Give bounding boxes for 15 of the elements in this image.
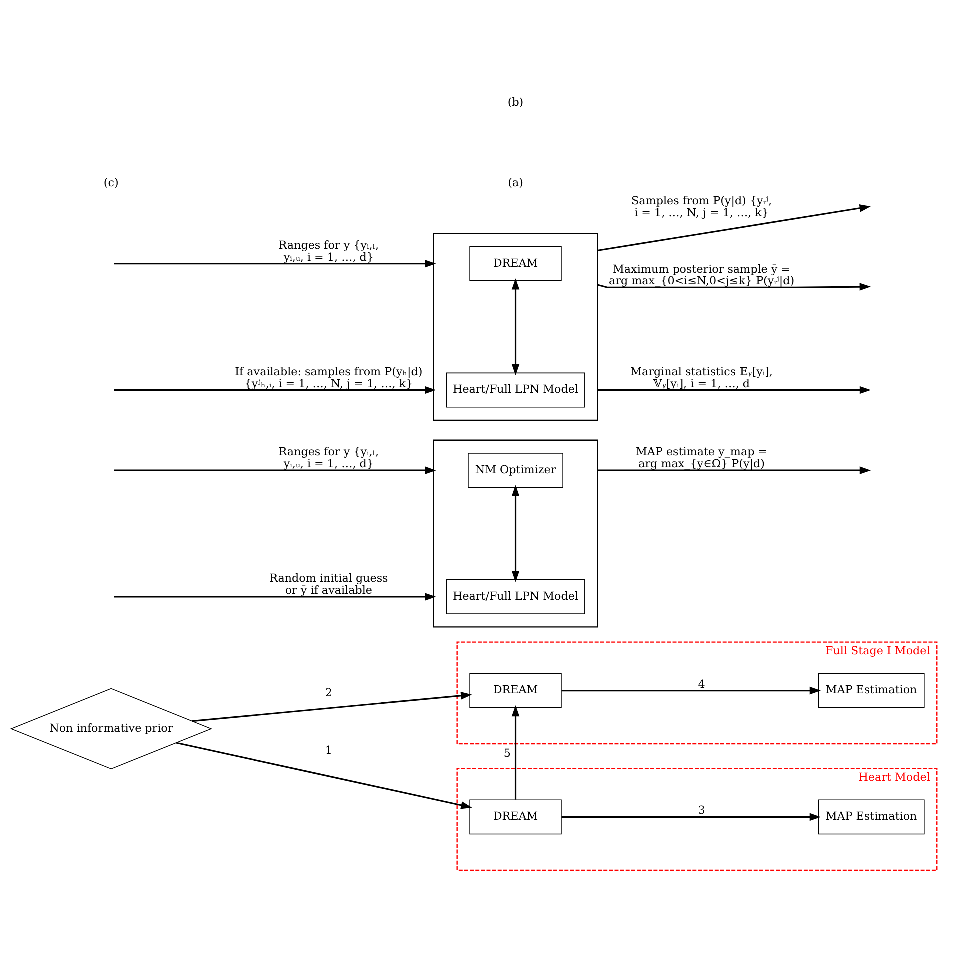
- edge-label: Ranges for y {yᵢ,ₗ, yᵢ,ᵤ, i = 1, …, d}: [278, 446, 380, 471]
- edge-label: 3: [698, 804, 706, 818]
- edge-label: 5: [504, 746, 511, 760]
- edge-label: Ranges for y {yᵢ,ₗ, yᵢ,ᵤ, i = 1, …, d}: [278, 238, 380, 264]
- edge-label: MAP estimate y_map = arg max_{y∈Ω} P(y|d): [636, 446, 768, 471]
- edge-label: Marginal statistics 𝔼ᵧ[yᵢ], 𝕍ᵧ[yᵢ], i = 1, …, d: [630, 365, 773, 390]
- edge-label: Maximum posterior sample ȳ = arg max_{0<i≤N,0<j≤k} P(yᵢʲ|d): [609, 262, 795, 288]
- edge-label: Random initial guess or ȳ if available: [270, 572, 388, 597]
- label: (c): [104, 176, 119, 190]
- edge-label: 2: [325, 686, 332, 700]
- edge-label: 1: [325, 744, 332, 757]
- edge-label: 4: [698, 678, 706, 691]
- label: (b): [508, 96, 524, 110]
- edge-label: Samples from P(y|d) {yᵢʲ, i = 1, …, N, j = 1, …, k}: [632, 194, 772, 220]
- label: (a): [508, 176, 524, 190]
